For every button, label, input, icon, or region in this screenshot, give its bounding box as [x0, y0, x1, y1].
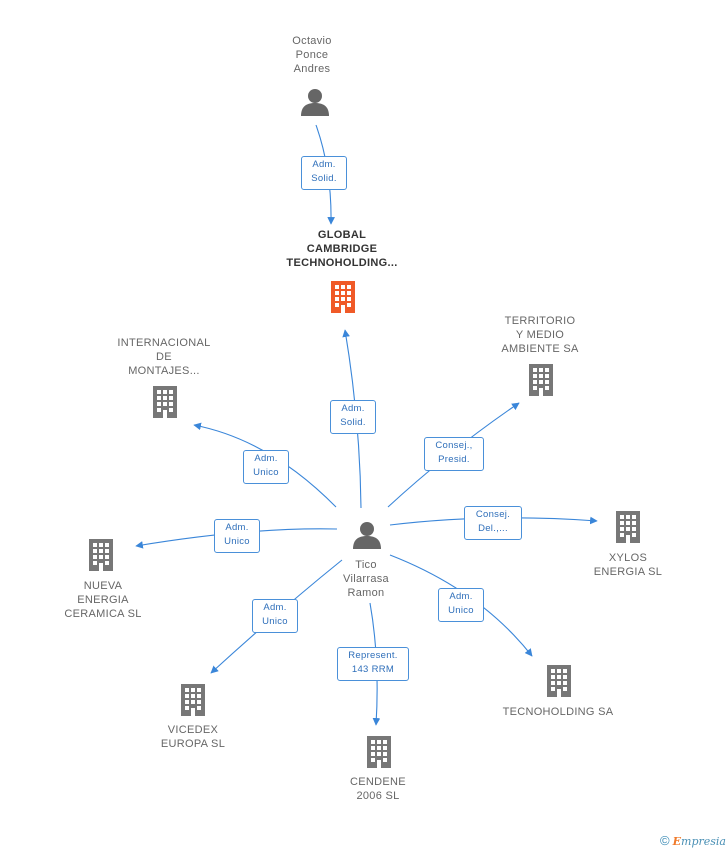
relation-label: Consej., Presid. [424, 437, 484, 471]
node-tecnoholding[interactable]: TECNOHOLDING SA [502, 706, 614, 718]
building-icon[interactable] [529, 364, 553, 396]
node-vicedex[interactable]: VICEDEX EUROPA SL [160, 724, 226, 750]
person-icon[interactable] [353, 522, 381, 549]
relation-label: Adm. Unico [438, 588, 484, 622]
person-icon[interactable] [301, 89, 329, 116]
relation-label: Adm. Solid. [301, 156, 347, 190]
relation-label: Adm. Solid. [330, 400, 376, 434]
building-icon[interactable] [367, 736, 391, 768]
node-territorio[interactable]: TERRITORIO Y MEDIO AMBIENTE SA [501, 315, 579, 355]
brand-logo[interactable]: Empresia [673, 835, 726, 848]
node-cendene[interactable]: CENDENE 2006 SL [350, 776, 406, 802]
node-octavio-ponce-andres[interactable]: Octavio Ponce Andres [292, 35, 332, 75]
relation-label: Consej. Del.,... [464, 506, 522, 540]
node-nueva-energia[interactable]: NUEVA ENERGIA CERAMICA SL [64, 580, 142, 620]
building-icon[interactable] [616, 511, 640, 543]
node-xylos[interactable]: XYLOS ENERGIA SL [593, 552, 663, 578]
building-icon[interactable] [181, 684, 205, 716]
building-icon[interactable] [331, 281, 355, 313]
relation-label: Adm. Unico [214, 519, 260, 553]
node-global-cambridge[interactable]: GLOBAL CAMBRIDGE TECHNOHOLDING... [286, 229, 398, 269]
brand-name: mpresia [681, 835, 726, 848]
brand-initial: E [672, 835, 682, 848]
node-tico-vilarrasa-ramon[interactable]: Tico Vilarrasa Ramon [343, 559, 389, 599]
building-icon[interactable] [547, 665, 571, 697]
relation-label: Represent. 143 RRM [337, 647, 409, 681]
copyright-icon: © [659, 833, 670, 848]
relation-label: Adm. Unico [243, 450, 289, 484]
node-internacional[interactable]: INTERNACIONAL DE MONTAJES... [117, 337, 211, 377]
relation-label: Adm. Unico [252, 599, 298, 633]
building-icon[interactable] [153, 386, 177, 418]
footer-brand: © Empresia [660, 833, 726, 848]
building-icon[interactable] [89, 539, 113, 571]
